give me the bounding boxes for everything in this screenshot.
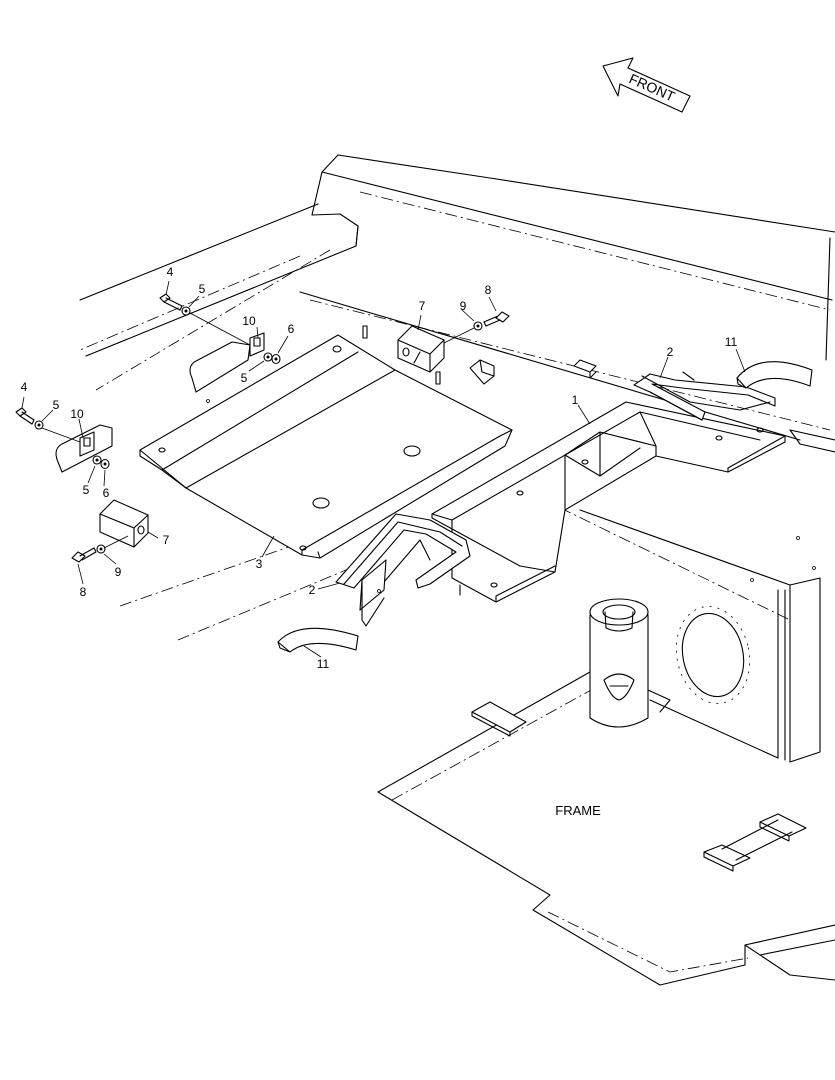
- part-4-bolt-upper: [159, 293, 183, 311]
- callout-3: 3: [256, 557, 263, 571]
- part-9-washer-lower: [96, 544, 106, 554]
- callout-11-lower: 11: [317, 657, 330, 671]
- callout-5-lower-b: 5: [83, 483, 90, 497]
- part-8-bolt-lower: [71, 547, 97, 563]
- callout-1: 1: [572, 393, 579, 407]
- part-11-seal-lower: [277, 627, 359, 653]
- part-4-bolt-lower: [15, 407, 35, 425]
- frame-floor-plate: FRAME: [377, 671, 835, 986]
- callout-10-upper: 10: [242, 314, 256, 328]
- callout-9-upper: 9: [460, 299, 467, 313]
- part-11-seal-upper: [736, 361, 813, 389]
- part-6-nut-upper: [271, 353, 281, 365]
- part-10-tab-upper: [249, 332, 265, 357]
- callout-4-lower: 4: [21, 380, 28, 394]
- callout-9-lower: 9: [115, 565, 122, 579]
- callout-6-upper: 6: [288, 322, 295, 336]
- part-2-clip-lower: [335, 513, 471, 627]
- part-3-cover-plate: [139, 334, 513, 559]
- part-6-nut-lower: [100, 458, 110, 470]
- small-clip-a: [469, 359, 495, 385]
- callout-7-lower: 7: [163, 533, 170, 547]
- part-5-washer-lower-b: [92, 455, 102, 465]
- callout-2-upper: 2: [667, 345, 674, 359]
- part-7-block-upper: [397, 325, 445, 373]
- callout-2-lower: 2: [309, 583, 316, 597]
- frame-body: [79, 154, 835, 763]
- part-9-washer-upper: [473, 321, 483, 331]
- callout-8-upper: 8: [485, 283, 492, 297]
- part-7-block-lower: [99, 499, 149, 548]
- part-10-tab-lower: [79, 431, 95, 457]
- part-5-washer-upper-a: [181, 306, 191, 316]
- callouts: 4 5 10 6 5 4 5 10 5 6 7 9 8 7 9 8 3 1 2 …: [21, 265, 738, 671]
- mount-post: [589, 598, 671, 728]
- floor-bracket: [703, 813, 807, 872]
- callout-10-lower: 10: [70, 407, 84, 421]
- callout-11-upper: 11: [725, 335, 738, 349]
- callout-6-lower: 6: [103, 486, 110, 500]
- front-arrow-label: FRONT: [627, 70, 678, 104]
- callout-4-upper: 4: [167, 265, 174, 279]
- callout-5-lower: 5: [53, 398, 60, 412]
- front-arrow-icon: FRONT: [602, 57, 691, 113]
- part-5-washer-lower-a: [34, 420, 44, 430]
- callout-8-lower: 8: [80, 585, 87, 599]
- callout-5-upper: 5: [199, 282, 206, 296]
- callout-5-upper-b: 5: [241, 371, 248, 385]
- frame-label: FRAME: [555, 803, 601, 818]
- callout-7-upper: 7: [419, 299, 426, 313]
- part-8-bolt-upper: [483, 311, 510, 327]
- small-clip-b: [573, 359, 597, 379]
- part-5-washer-upper-b: [263, 352, 273, 362]
- pin-a: [362, 325, 441, 385]
- left-side-bracket-upper: [189, 341, 251, 403]
- part-2-clip-upper: [633, 371, 776, 421]
- leader-lines: [21, 280, 746, 658]
